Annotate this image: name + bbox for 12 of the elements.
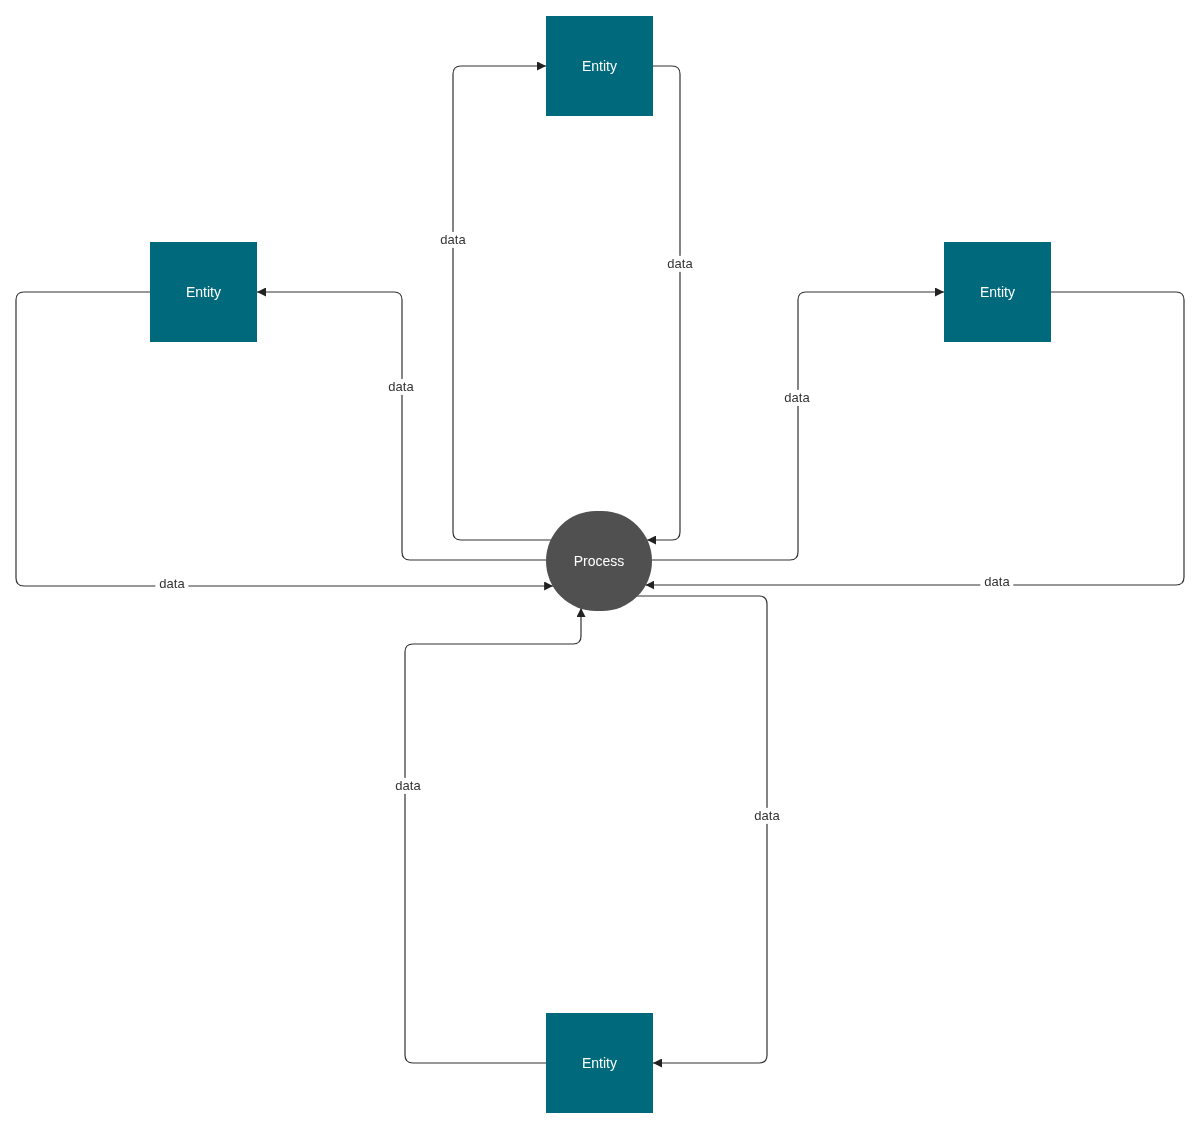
arrow — [404, 607, 586, 1064]
arrow — [452, 61, 552, 541]
arrow — [636, 595, 768, 1068]
entity-box: Entity — [546, 16, 653, 116]
arrow — [651, 287, 945, 561]
arrow — [644, 291, 1185, 590]
entity-box: Entity — [150, 242, 257, 342]
arrow — [646, 65, 681, 545]
arrow — [256, 287, 547, 561]
entity-box: Entity — [944, 242, 1051, 342]
arrow — [15, 291, 554, 591]
entity-box: Entity — [546, 1013, 653, 1113]
